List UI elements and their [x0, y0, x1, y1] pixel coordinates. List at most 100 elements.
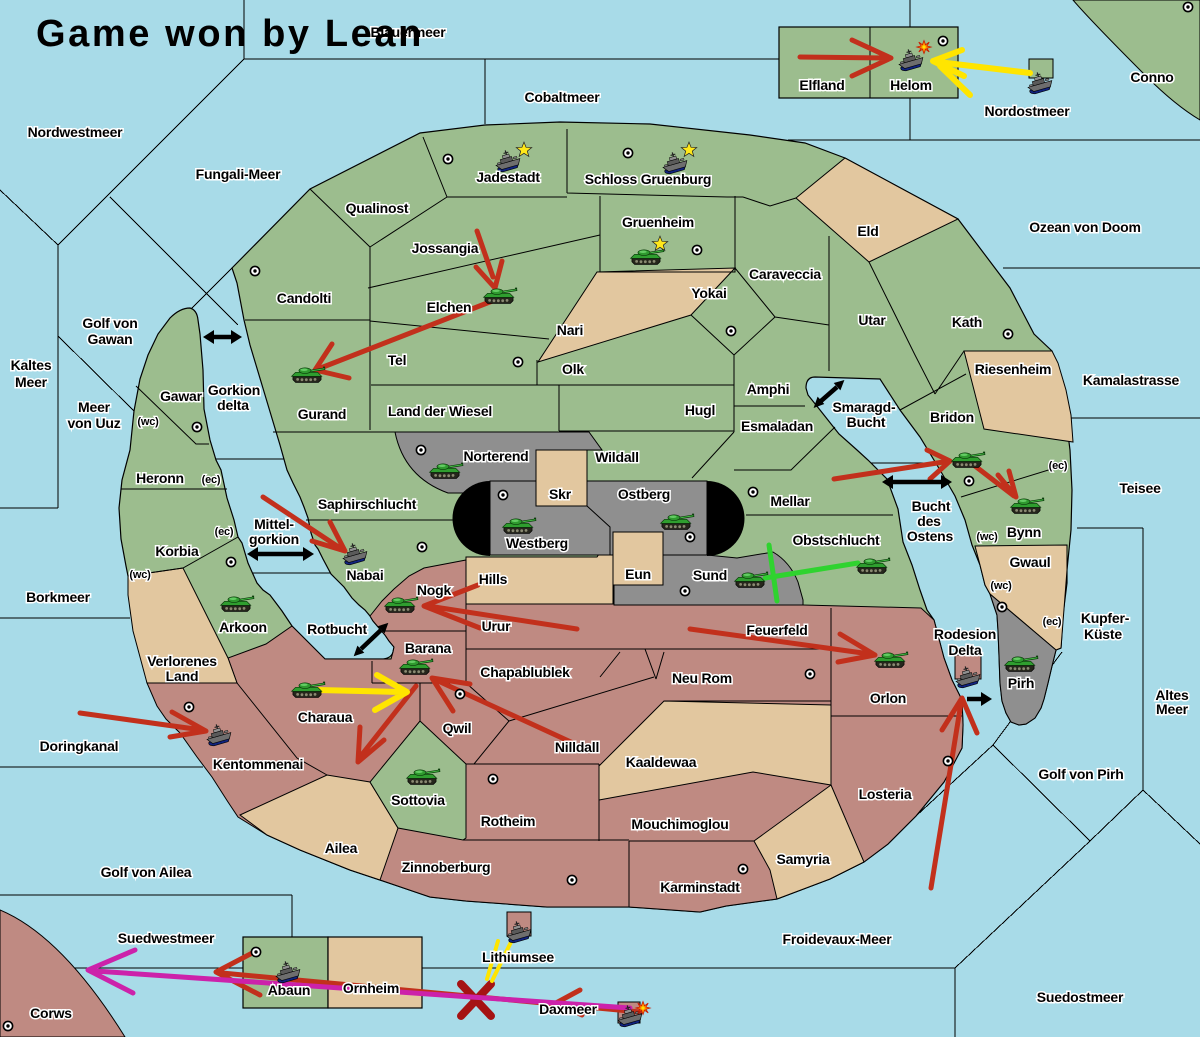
svg-text:Altes: Altes — [1155, 687, 1189, 703]
svg-text:Ostens: Ostens — [907, 528, 954, 544]
svg-text:Amphi: Amphi — [747, 381, 790, 397]
svg-text:(ec): (ec) — [1049, 460, 1068, 472]
svg-text:Saphirschlucht: Saphirschlucht — [318, 496, 417, 512]
svg-text:Qwil: Qwil — [443, 720, 472, 736]
svg-text:Borkmeer: Borkmeer — [26, 589, 91, 605]
svg-text:Gwaul: Gwaul — [1009, 554, 1050, 570]
svg-text:Urur: Urur — [482, 618, 512, 634]
svg-text:Kaaldewaa: Kaaldewaa — [626, 754, 697, 770]
svg-text:Ozean von Doom: Ozean von Doom — [1029, 219, 1141, 235]
svg-text:Ailea: Ailea — [325, 840, 358, 856]
svg-text:Westberg: Westberg — [506, 535, 568, 551]
svg-text:Caraveccia: Caraveccia — [749, 266, 821, 282]
svg-text:(wc): (wc) — [976, 531, 998, 543]
svg-text:Mittel-: Mittel- — [254, 516, 294, 532]
svg-text:Hugl: Hugl — [685, 402, 715, 418]
svg-text:Blauermeer: Blauermeer — [370, 24, 446, 40]
svg-text:Karminstadt: Karminstadt — [660, 879, 740, 895]
svg-text:Bucht: Bucht — [847, 414, 886, 430]
svg-text:Eun: Eun — [625, 566, 651, 582]
svg-text:Sottovia: Sottovia — [391, 792, 445, 808]
svg-text:Mellar: Mellar — [770, 493, 810, 509]
svg-text:Helom: Helom — [890, 77, 932, 93]
svg-text:Meer: Meer — [78, 399, 111, 415]
svg-text:Rodesion: Rodesion — [934, 626, 996, 642]
svg-text:Gorkion: Gorkion — [208, 382, 260, 398]
svg-text:Hills: Hills — [479, 571, 508, 587]
svg-text:Land: Land — [166, 668, 199, 684]
svg-text:Kupfer-: Kupfer- — [1081, 610, 1130, 626]
svg-text:Ostberg: Ostberg — [618, 486, 670, 502]
svg-text:Neu Rom: Neu Rom — [672, 670, 732, 686]
svg-text:Daxmeer: Daxmeer — [539, 1001, 598, 1017]
svg-text:Eld: Eld — [857, 223, 878, 239]
svg-text:Suedostmeer: Suedostmeer — [1037, 989, 1124, 1005]
svg-text:Abaun: Abaun — [268, 982, 311, 998]
svg-text:Rotbucht: Rotbucht — [307, 621, 367, 637]
svg-text:Zinnoberburg: Zinnoberburg — [402, 859, 491, 875]
svg-text:Delta: Delta — [948, 642, 982, 658]
svg-text:Teisee: Teisee — [1119, 480, 1161, 496]
svg-text:Qualinost: Qualinost — [346, 200, 409, 216]
svg-text:Tel: Tel — [388, 352, 407, 368]
svg-text:Chapablublek: Chapablublek — [480, 664, 570, 680]
svg-text:Nabai: Nabai — [346, 567, 383, 583]
svg-text:Gawar: Gawar — [160, 388, 203, 404]
svg-text:Smaragd-: Smaragd- — [833, 399, 897, 415]
svg-text:Meer: Meer — [1156, 701, 1189, 717]
svg-text:Nordwestmeer: Nordwestmeer — [28, 124, 124, 140]
svg-text:Yokai: Yokai — [691, 285, 726, 301]
svg-text:Kentommenai: Kentommenai — [213, 756, 303, 772]
svg-text:Samyria: Samyria — [776, 851, 829, 867]
svg-text:Orlon: Orlon — [870, 690, 906, 706]
svg-text:Ornheim: Ornheim — [343, 980, 399, 996]
svg-text:Bridon: Bridon — [930, 409, 974, 425]
svg-text:(ec): (ec) — [1043, 616, 1062, 628]
svg-text:Elfland: Elfland — [799, 77, 844, 93]
svg-text:Kaltes: Kaltes — [11, 357, 52, 373]
svg-text:Barana: Barana — [405, 640, 452, 656]
svg-text:von Uuz: von Uuz — [67, 415, 120, 431]
svg-text:Feuerfeld: Feuerfeld — [746, 622, 807, 638]
svg-text:(wc): (wc) — [990, 580, 1012, 592]
svg-text:Gurand: Gurand — [298, 406, 347, 422]
svg-text:Mouchimoglou: Mouchimoglou — [631, 816, 728, 832]
svg-text:gorkion: gorkion — [249, 531, 299, 547]
svg-text:Nordostmeer: Nordostmeer — [985, 103, 1071, 119]
svg-text:Norterend: Norterend — [463, 448, 528, 464]
svg-text:Conno: Conno — [1130, 69, 1173, 85]
svg-text:Heronn: Heronn — [136, 470, 184, 486]
svg-text:Gawan: Gawan — [88, 331, 133, 347]
svg-text:Arkoon: Arkoon — [219, 619, 267, 635]
svg-text:Küste: Küste — [1084, 626, 1122, 642]
svg-text:Obstschlucht: Obstschlucht — [792, 532, 880, 548]
svg-text:Meer: Meer — [15, 374, 48, 390]
svg-text:Lithiumsee: Lithiumsee — [482, 949, 554, 965]
svg-text:Land der Wiesel: Land der Wiesel — [388, 403, 492, 419]
svg-text:Esmaladan: Esmaladan — [741, 418, 813, 434]
svg-text:Corws: Corws — [30, 1005, 72, 1021]
svg-text:Jossangia: Jossangia — [412, 240, 479, 256]
svg-text:(ec): (ec) — [215, 526, 234, 538]
svg-text:des: des — [917, 513, 941, 529]
svg-text:Jadestadt: Jadestadt — [476, 169, 540, 185]
svg-text:Froidevaux-Meer: Froidevaux-Meer — [782, 931, 892, 947]
svg-text:Olk: Olk — [562, 361, 584, 377]
svg-text:Kamalastrasse: Kamalastrasse — [1083, 372, 1180, 388]
svg-text:Nari: Nari — [557, 322, 583, 338]
svg-text:Doringkanal: Doringkanal — [40, 738, 119, 754]
svg-text:Gruenheim: Gruenheim — [622, 214, 694, 230]
svg-text:Rotheim: Rotheim — [481, 813, 536, 829]
svg-text:Losteria: Losteria — [859, 786, 912, 802]
svg-text:(ec): (ec) — [202, 474, 221, 486]
svg-text:Charaua: Charaua — [298, 709, 353, 725]
svg-text:Bynn: Bynn — [1007, 524, 1041, 540]
svg-text:(wc): (wc) — [137, 416, 159, 428]
svg-text:Suedwestmeer: Suedwestmeer — [118, 930, 215, 946]
svg-text:Bucht: Bucht — [912, 498, 951, 514]
svg-text:Golf von Pirh: Golf von Pirh — [1038, 766, 1123, 782]
svg-text:Elchen: Elchen — [427, 299, 472, 315]
svg-text:Golf von: Golf von — [82, 315, 137, 331]
svg-text:Schloss Gruenburg: Schloss Gruenburg — [585, 171, 712, 187]
svg-text:Korbia: Korbia — [155, 543, 199, 559]
